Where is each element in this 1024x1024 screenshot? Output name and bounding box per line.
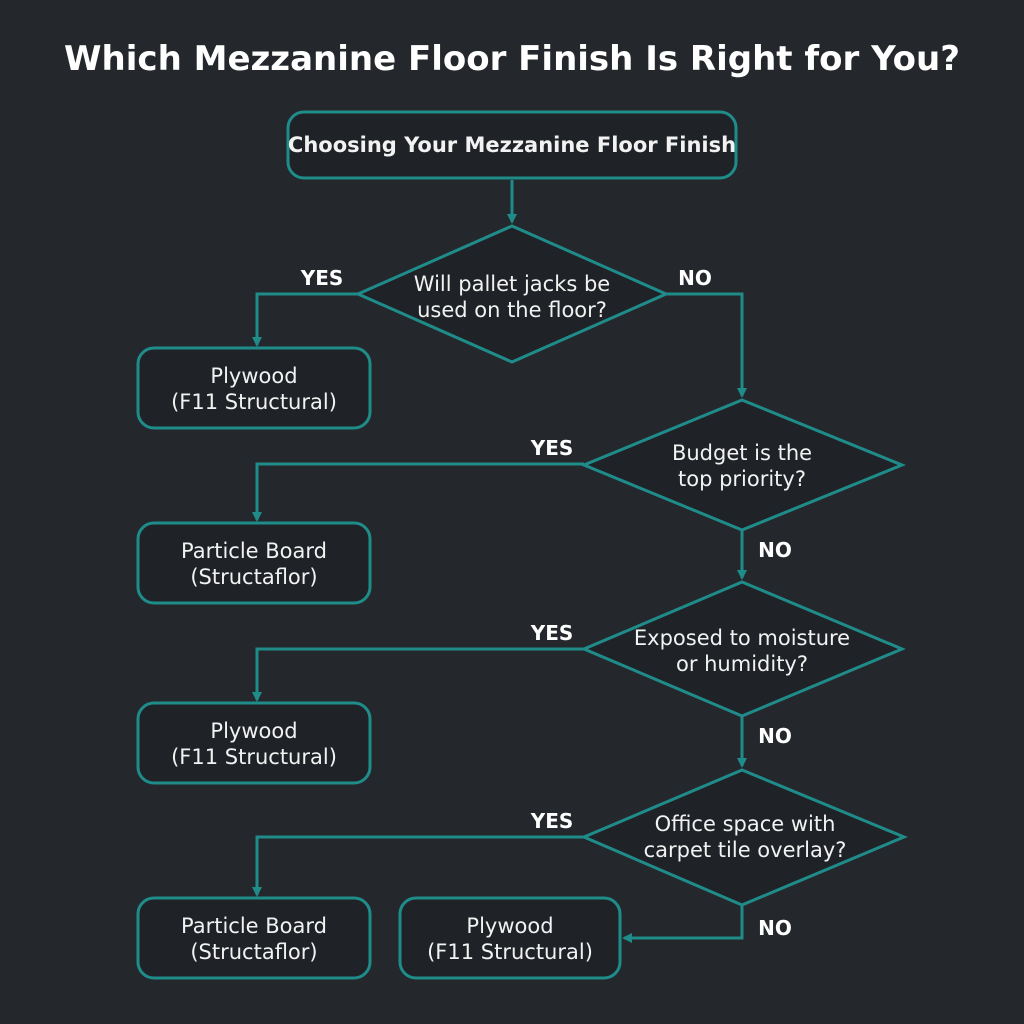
- decision-pallet-jacks-line1: Will pallet jacks be: [414, 272, 610, 296]
- outcome-plywood-3-line1: Plywood: [466, 914, 553, 938]
- decision-moisture: Exposed to moisture or humidity?: [580, 580, 906, 718]
- decision-budget: Budget is the top priority?: [580, 398, 906, 532]
- q2-no-label: NO: [758, 538, 792, 562]
- outcome-plywood-1-line2: (F11 Structural): [171, 390, 337, 414]
- outcome-plywood-2-line1: Plywood: [210, 719, 297, 743]
- q1-no-label: NO: [678, 266, 712, 290]
- outcome-particle-board-2: Particle Board (Structaflor): [136, 896, 372, 980]
- decision-office-carpet-line1: Office space with: [655, 812, 836, 836]
- q3-no-label: NO: [758, 724, 792, 748]
- edge-q4-no: [622, 905, 744, 943]
- q2-yes-label: YES: [530, 436, 574, 460]
- q3-yes-label: YES: [530, 621, 574, 645]
- outcome-plywood-1: Plywood (F11 Structural): [136, 346, 372, 430]
- outcome-particle-board-1-box: [136, 521, 372, 605]
- decision-office-carpet: Office space with carpet tile overlay?: [580, 768, 908, 907]
- outcome-particle-board-1-line2: (Structaflor): [190, 565, 317, 589]
- decision-moisture-shape: [580, 580, 906, 718]
- outcome-plywood-3-line2: (F11 Structural): [427, 940, 593, 964]
- decision-office-carpet-line2: carpet tile overlay?: [644, 838, 847, 862]
- outcome-plywood-1-line1: Plywood: [210, 364, 297, 388]
- edge-q1-yes: [252, 292, 358, 347]
- decision-moisture-line1: Exposed to moisture: [634, 626, 850, 650]
- edge-labels: YES NO YES NO YES NO YES NO: [300, 266, 792, 940]
- outcome-plywood-2-box: [136, 701, 372, 785]
- decision-budget-line1: Budget is the: [672, 441, 812, 465]
- edge-q2-yes: [252, 462, 584, 522]
- decision-pallet-jacks-line2: used on the floor?: [417, 298, 607, 322]
- decision-office-carpet-shape: [580, 768, 908, 907]
- decision-pallet-jacks-shape: [354, 224, 670, 364]
- q1-yes-label: YES: [300, 266, 344, 290]
- page-title: Which Mezzanine Floor Finish Is Right fo…: [64, 39, 960, 79]
- edge-q4-yes: [252, 835, 584, 897]
- outcome-particle-board-2-box: [136, 896, 372, 980]
- q4-no-label: NO: [758, 916, 792, 940]
- outcome-plywood-2: Plywood (F11 Structural): [136, 701, 372, 785]
- outcome-particle-board-1-line1: Particle Board: [181, 539, 327, 563]
- edge-q3-yes: [252, 647, 584, 702]
- start-node-box: [286, 110, 738, 180]
- start-node-label: Choosing Your Mezzanine Floor Finish: [288, 133, 736, 157]
- start-node: Choosing Your Mezzanine Floor Finish: [286, 110, 738, 180]
- outcome-plywood-3-box: [398, 896, 622, 980]
- decision-budget-shape: [580, 398, 906, 532]
- decision-moisture-line2: or humidity?: [676, 652, 808, 676]
- outcome-particle-board-2-line1: Particle Board: [181, 914, 327, 938]
- decision-budget-line2: top priority?: [678, 467, 806, 491]
- outcome-particle-board-2-line2: (Structaflor): [190, 940, 317, 964]
- outcome-plywood-3: Plywood (F11 Structural): [398, 896, 622, 980]
- outcome-plywood-2-line2: (F11 Structural): [171, 745, 337, 769]
- outcome-particle-board-1: Particle Board (Structaflor): [136, 521, 372, 605]
- edge-q1-no: [666, 292, 747, 398]
- outcome-plywood-1-box: [136, 346, 372, 430]
- q4-yes-label: YES: [530, 809, 574, 833]
- edges: [252, 180, 747, 943]
- decision-pallet-jacks: Will pallet jacks be used on the floor?: [354, 224, 670, 364]
